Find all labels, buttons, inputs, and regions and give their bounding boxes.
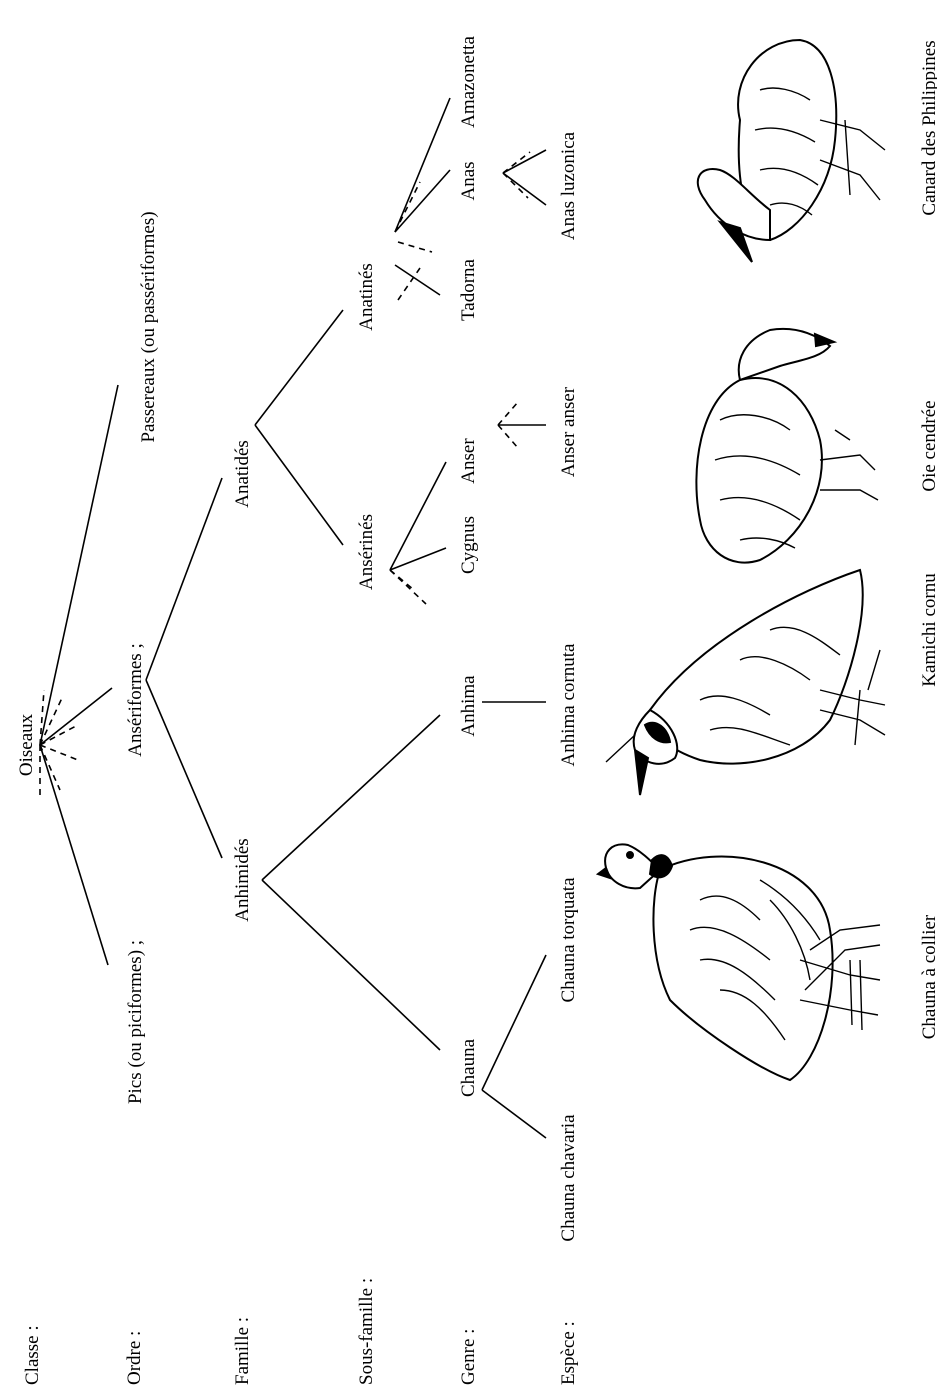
caption-canard: Canard des Philippines bbox=[919, 40, 937, 215]
dash-anser-2 bbox=[498, 425, 518, 448]
label-anser: Anser bbox=[458, 438, 479, 484]
branch-chauna-torquata bbox=[482, 955, 546, 1090]
rank-ordre: Ordre : bbox=[124, 1331, 145, 1385]
label-passereaux: Passereaux (ou passériformes) bbox=[138, 211, 159, 442]
label-chauna-torquata: Chauna torquata bbox=[558, 877, 579, 1003]
branch-anhimides-chauna bbox=[262, 880, 440, 1050]
dash-anatines-3 bbox=[398, 268, 420, 300]
rank-espece: Espèce : bbox=[558, 1321, 579, 1385]
label-anas: Anas bbox=[458, 161, 479, 200]
label-anhima: Anhima bbox=[458, 675, 479, 737]
dash-anas-2 bbox=[503, 152, 530, 173]
branch-anhimides-anhima bbox=[262, 715, 440, 880]
branch-oiseaux-passereaux bbox=[40, 385, 118, 745]
dash-anatines-2 bbox=[398, 242, 432, 252]
branch-anatides-anatines bbox=[255, 310, 343, 425]
rank-famille: Famille : bbox=[232, 1317, 253, 1385]
label-chauna-chavaria: Chauna chavaria bbox=[558, 1114, 579, 1242]
label-oiseaux: Oiseaux bbox=[16, 713, 37, 776]
branch-anserines-cygnus bbox=[390, 548, 446, 570]
dash-oiseaux-5 bbox=[40, 698, 62, 745]
branch-anserines-anser bbox=[390, 462, 446, 570]
branch-anas-luzonica bbox=[503, 150, 546, 173]
branch-chauna-chavaria bbox=[482, 1090, 546, 1138]
branch-anseriformes-anhimides bbox=[146, 680, 222, 858]
rank-labels: Classe : Ordre : Famille : Sous-famille … bbox=[22, 1278, 579, 1385]
label-chauna: Chauna bbox=[458, 1038, 479, 1097]
branch-anatines-amazonetta bbox=[395, 98, 450, 232]
canard-philippines-illustration bbox=[698, 40, 885, 262]
label-anatines: Anatinés bbox=[356, 263, 377, 331]
branch-anatides-anserines bbox=[255, 425, 343, 545]
chauna-collier-illustration bbox=[598, 844, 880, 1080]
label-anatides: Anatidés bbox=[232, 440, 253, 508]
label-anseriformes: Ansériformes ; bbox=[125, 643, 146, 756]
oie-cendree-illustration bbox=[696, 329, 878, 563]
label-tadorna: Tadorna bbox=[458, 258, 479, 321]
kamichi-illustration bbox=[606, 570, 885, 795]
label-anhima-cornuta: Anhima cornuta bbox=[558, 643, 579, 767]
tree-lines bbox=[40, 98, 546, 1138]
dash-oiseaux-4 bbox=[40, 726, 76, 745]
branch-oiseaux-pics bbox=[40, 745, 108, 965]
label-anas-luzonica: Anas luzonica bbox=[558, 131, 579, 240]
dash-anserines-1 bbox=[390, 570, 426, 604]
label-cygnus: Cygnus bbox=[458, 516, 479, 574]
rank-sous-famille: Sous-famille : bbox=[356, 1278, 377, 1385]
caption-oie: Oie cendrée bbox=[919, 400, 937, 491]
caption-kamichi: Kamichi cornu bbox=[919, 573, 937, 687]
caption-chauna-collier: Chauna à collier bbox=[919, 914, 937, 1039]
label-anser-anser: Anser anser bbox=[558, 386, 579, 477]
label-anhimides: Anhimidés bbox=[232, 838, 253, 921]
label-anserines: Ansérinés bbox=[356, 514, 377, 590]
label-pics: Pics (ou piciformes) ; bbox=[125, 940, 146, 1104]
label-amazonetta: Amazonetta bbox=[458, 36, 479, 128]
rank-classe: Classe : bbox=[22, 1325, 43, 1385]
dash-anas-1 bbox=[503, 173, 528, 198]
branch-anas-luzonica-2 bbox=[503, 173, 546, 205]
rank-genre: Genre : bbox=[458, 1329, 479, 1385]
dash-anser-1 bbox=[498, 402, 518, 425]
branch-anatines-anas bbox=[395, 170, 450, 232]
dash-anserines-2 bbox=[390, 570, 414, 590]
branch-anatines-tadorna bbox=[395, 265, 440, 295]
dash-oiseaux-2 bbox=[40, 745, 60, 790]
branch-anseriformes-anatides bbox=[146, 478, 222, 680]
